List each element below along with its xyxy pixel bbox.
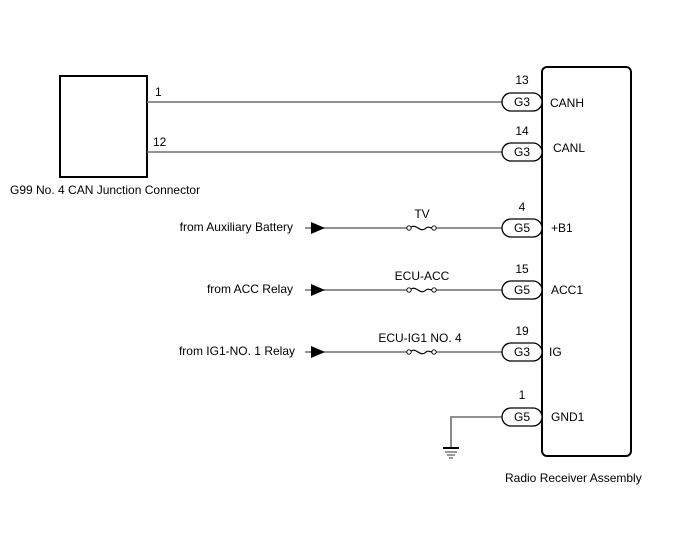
source-acc-relay: from ACC Relay [207, 282, 293, 296]
pin-number: 15 [515, 262, 529, 276]
junction-connector-label: G99 No. 4 CAN Junction Connector [10, 183, 200, 197]
fuse-label-ecu-acc: ECU-ACC [395, 269, 450, 283]
connector-gnd1: G5 [501, 407, 543, 427]
pin-number: 14 [515, 124, 529, 138]
terminal-acc1: ACC1 [551, 283, 583, 297]
arrow-right-icon [311, 284, 325, 296]
connector-code: G5 [514, 221, 530, 235]
junction-connector-box [59, 75, 148, 178]
connector-ig: G3 [501, 342, 543, 362]
junction-pin-1: 1 [155, 85, 162, 99]
connector-code: G5 [514, 283, 530, 297]
connector-code: G3 [514, 145, 530, 159]
terminal-gnd1: GND1 [551, 410, 585, 424]
pin-number: 13 [515, 73, 529, 87]
radio-receiver-box [541, 66, 632, 457]
pin-number: 1 [519, 388, 526, 402]
terminal-ig: IG [549, 345, 562, 359]
junction-pin-12: 12 [153, 135, 167, 149]
pin-number: 19 [515, 324, 529, 338]
fuse-icon [406, 348, 437, 356]
arrow-right-icon [311, 346, 325, 358]
connector-canh: G3 [501, 92, 543, 112]
connector-acc1: G5 [501, 280, 543, 300]
ground-icon [443, 447, 459, 459]
wire-gnd1 [450, 416, 502, 448]
radio-receiver-label: Radio Receiver Assembly [505, 471, 642, 485]
terminal-canh: CANH [550, 96, 584, 110]
connector-code: G3 [514, 95, 530, 109]
connector-code: G3 [514, 345, 530, 359]
arrow-right-icon [311, 222, 325, 234]
connector-code: G5 [514, 410, 530, 424]
source-ig1-relay: from IG1-NO. 1 Relay [179, 344, 295, 358]
fuse-label-ecu-ig1: ECU-IG1 NO. 4 [378, 331, 462, 345]
connector-canl: G3 [501, 142, 543, 162]
fuse-icon [406, 224, 437, 232]
pin-number: 4 [519, 200, 526, 214]
terminal-b1: +B1 [551, 221, 573, 235]
fuse-label-tv: TV [414, 207, 429, 221]
connector-b1: G5 [501, 218, 543, 238]
terminal-canl: CANL [553, 141, 585, 155]
fuse-icon [406, 286, 437, 294]
source-auxiliary-battery: from Auxiliary Battery [180, 220, 293, 234]
